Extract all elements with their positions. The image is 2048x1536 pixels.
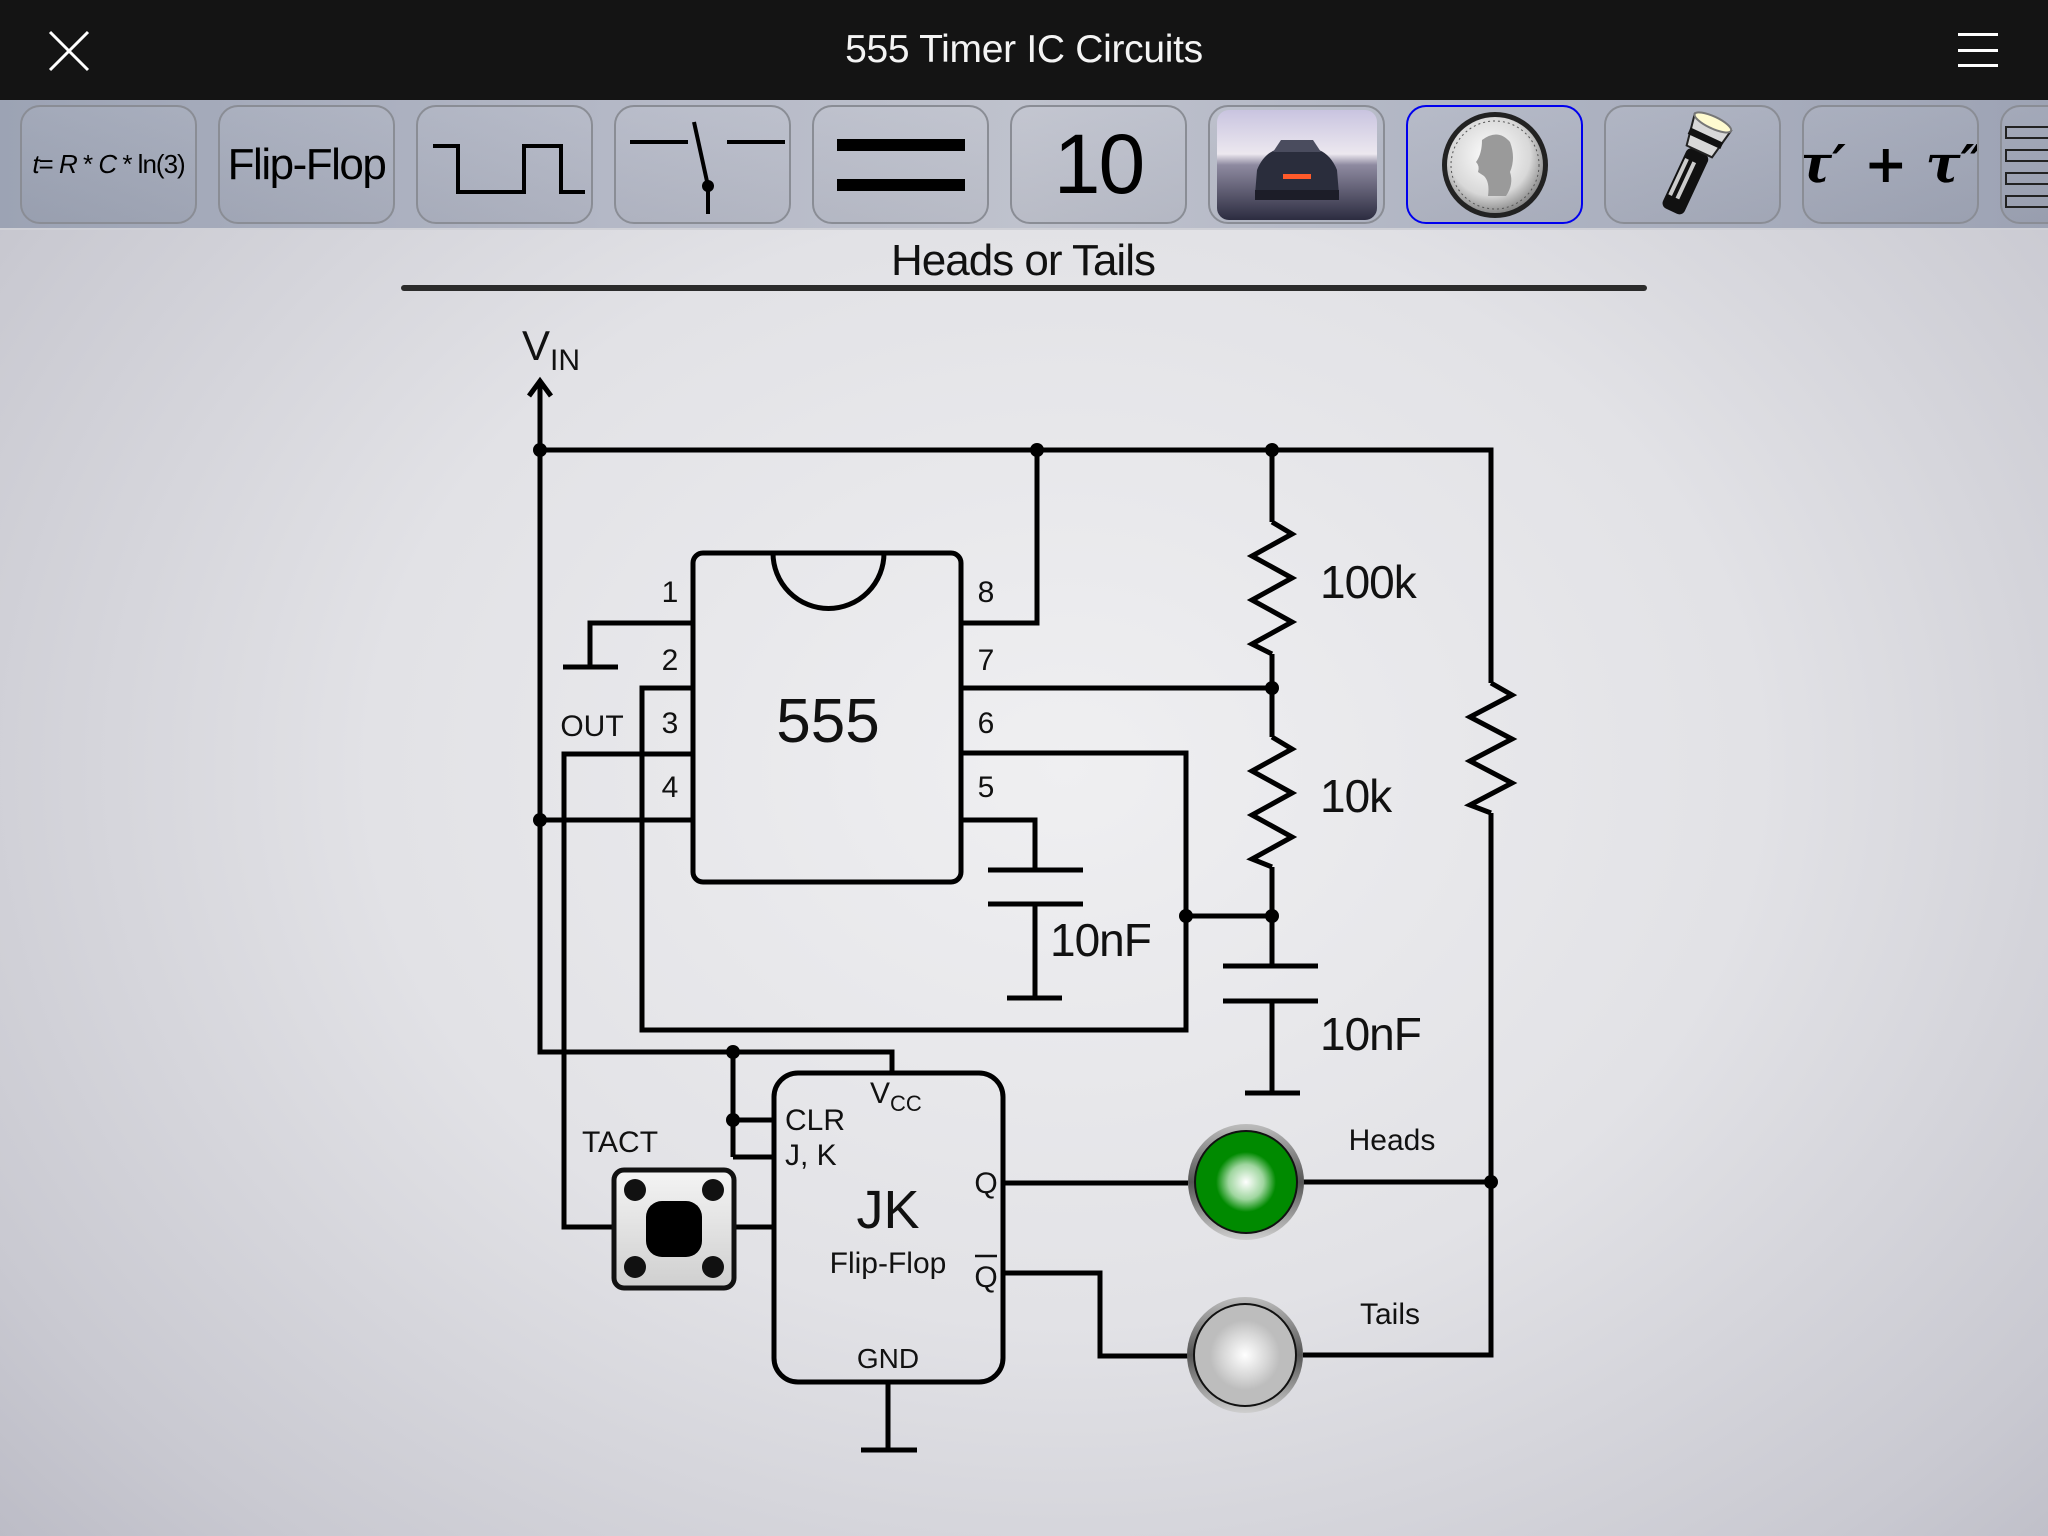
vcc-label: VCC [870,1077,922,1116]
tact-switch-button[interactable] [611,1167,737,1291]
pin5-wire [961,817,1038,870]
toolbar-button-flip-flop[interactable]: Flip-Flop [218,105,395,224]
pin-8-label: 8 [978,576,995,609]
ic-notch [770,552,887,611]
jk-subtitle: Flip-Flop [830,1247,947,1280]
pin-1-label: 1 [662,576,679,609]
wires [526,376,1518,1453]
flashlight-icon [1662,110,1733,214]
vin-label: VIN [522,322,580,377]
vin-arrow-icon [526,376,554,398]
vin-rail [537,450,895,1073]
toolbar-button-equals[interactable] [812,105,989,224]
toolbar-button-square-wave[interactable] [416,105,593,224]
pin-7-label: 7 [978,644,995,677]
resistor-10k [1246,734,1298,870]
close-button[interactable] [48,30,90,72]
pin-6-label: 6 [978,707,995,740]
pin-4-label: 4 [662,771,679,804]
pin-2-label: 2 [662,644,679,677]
led-tails [1187,1297,1303,1413]
flip-flop-label: Flip-Flop [227,139,387,189]
toolbar-button-list[interactable] [2000,105,2048,224]
c1-value: 10nF [1050,914,1151,966]
r2-value: 10k [1320,770,1393,822]
toolbar-button-car[interactable] [1208,105,1385,224]
tact-label: TACT [582,1126,658,1159]
square-wave-icon [432,143,585,194]
ic-555-body [690,550,964,885]
c2-value: 10nF [1320,1008,1421,1060]
ic-555-label: 555 [776,687,879,756]
r1-value: 100k [1320,556,1418,608]
led-heads-lamp [1196,1132,1296,1232]
switch-icon [630,121,785,214]
toolbar-button-ten[interactable]: 10 [1010,105,1187,224]
list-icon [2004,125,2048,208]
junction-dots [533,443,1498,1189]
qbar-wire [1003,1270,1188,1359]
q-label: Q [974,1167,997,1200]
tau-formula-label: τ′ + τ″ [1802,134,1979,195]
menu-button[interactable] [1958,32,1998,68]
right-rail [1303,813,1494,1358]
jk-input-label: J, K [785,1139,837,1172]
toolbar-button-flashlight[interactable] [1604,105,1781,224]
tails-label: Tails [1360,1298,1420,1331]
resistor-led [1463,680,1518,816]
tact-plunger [646,1201,702,1257]
pin8-wire [961,450,1040,626]
hamburger-menu-icon [1958,33,1998,67]
equals-icon [836,138,965,191]
pin2-pin6-loop [639,685,1189,1033]
led-tails-lamp [1195,1305,1295,1405]
top-rail [540,447,1494,683]
toolbar-button-switch[interactable] [614,105,791,224]
pin1-wire [587,620,693,667]
jk-title: JK [856,1180,919,1240]
qbar-label: Q [974,1261,997,1294]
toolbar-button-tau[interactable]: τ′ + τ″ [1802,105,1979,224]
close-icon [48,30,90,72]
pin-5-label: 5 [978,771,995,804]
out-label: OUT [560,710,623,743]
app-title: 555 Timer IC Circuits [845,28,1203,71]
jk-labels: VCC CLR J, K JK Flip-Flop Q Q GND [785,1077,998,1374]
formula-label: t= R * C * ln(3) [32,149,185,179]
led-heads [1188,1124,1304,1240]
gnd-label: GND [857,1343,919,1374]
clr-label: CLR [785,1104,845,1137]
toolbar-button-coin[interactable] [1406,105,1583,224]
jk-flipflop-body [771,1070,1006,1385]
toolbar-button-formula[interactable]: t= R * C * ln(3) [20,105,197,224]
quarter-coin-icon [1441,111,1548,218]
heads-label: Heads [1349,1124,1436,1157]
ten-label: 10 [1053,117,1145,211]
circuit-title: Heads or Tails [891,236,1155,285]
out-wire [561,751,693,1230]
ic-pin-numbers: 1 2 3 4 8 7 6 5 [662,576,995,804]
car-photo-icon [1216,109,1377,220]
resistor-100k [1246,519,1298,657]
title-bar: 555 Timer IC Circuits [0,0,2048,100]
pin-3-label: 3 [662,707,679,740]
circuit-toolbar: t= R * C * ln(3) Flip-Flop 10 [0,100,2048,230]
